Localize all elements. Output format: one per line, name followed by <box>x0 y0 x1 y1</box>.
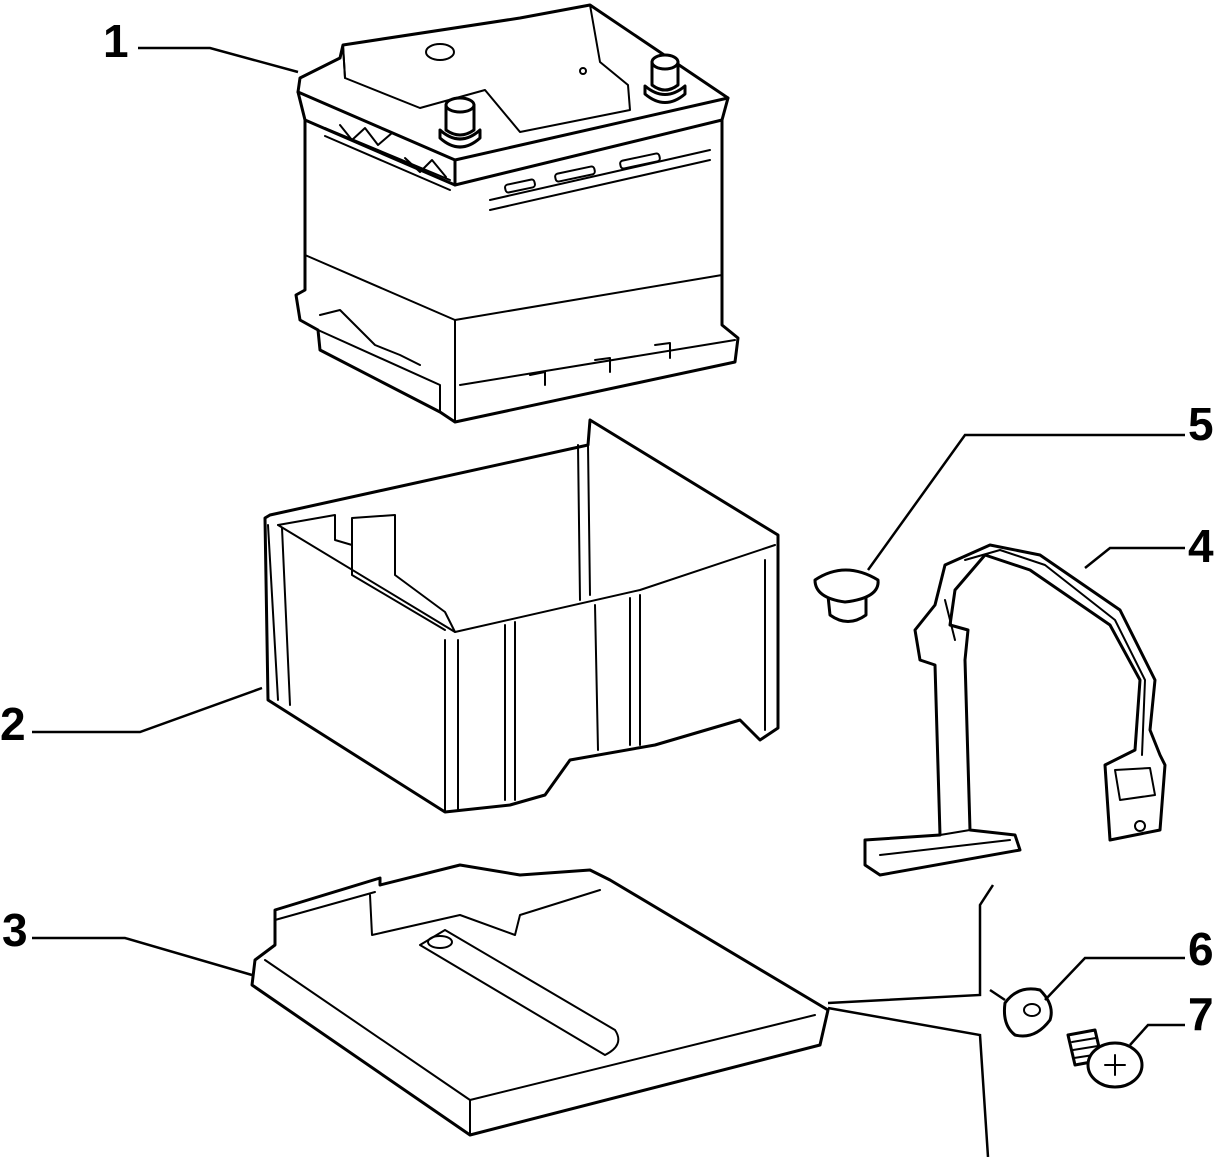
callout-2: 2 <box>0 698 26 750</box>
hold-down-clamp <box>863 543 1167 877</box>
terminal-positive <box>438 96 482 149</box>
battery-box <box>263 418 780 814</box>
screw <box>1066 1028 1144 1089</box>
plug <box>813 568 880 623</box>
callout-6: 6 <box>1188 923 1214 975</box>
callout-7: 7 <box>1188 988 1214 1040</box>
callout-1: 1 <box>103 15 129 67</box>
leader-lines <box>32 46 1185 1157</box>
battery-tray <box>250 863 830 1137</box>
callout-3: 3 <box>2 904 28 956</box>
terminal-negative <box>643 53 687 104</box>
washer <box>1003 987 1053 1038</box>
callout-labels: 1 2 3 4 5 6 7 <box>0 15 1214 1040</box>
callout-5: 5 <box>1188 398 1214 450</box>
battery <box>294 3 740 424</box>
callout-4: 4 <box>1188 520 1214 572</box>
